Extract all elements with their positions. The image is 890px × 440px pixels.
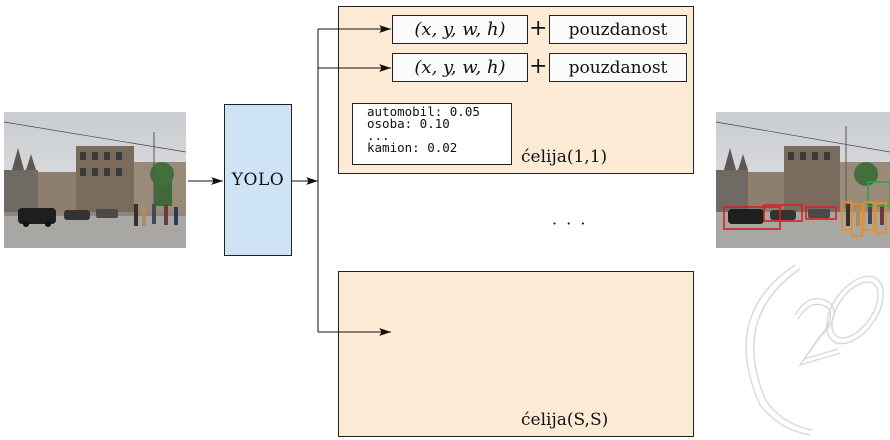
more-cells-ellipsis: · · · bbox=[552, 214, 588, 233]
class-prob-ellipsis: ... bbox=[367, 128, 390, 143]
plus-sign-1: + bbox=[529, 16, 548, 41]
confidence-box-2: pouzdanost bbox=[549, 53, 687, 82]
detection-person-2 bbox=[851, 203, 863, 237]
detection-car-3 bbox=[805, 206, 837, 220]
detection-car-1 bbox=[723, 206, 781, 230]
detection-person-3 bbox=[863, 201, 875, 231]
bbox-coordinates-box-2: (x, y, w, h) bbox=[392, 53, 528, 82]
detection-person-4 bbox=[875, 202, 887, 234]
class-prob-car: automobil: 0.05 bbox=[367, 104, 480, 119]
watermark bbox=[745, 264, 884, 436]
class-prob-truck: kamion: 0.02 bbox=[367, 140, 458, 155]
grid-cell-s-s bbox=[338, 271, 694, 437]
yolo-network-box: YOLO bbox=[224, 104, 292, 256]
plus-sign-2: + bbox=[529, 54, 548, 79]
detection-person-1 bbox=[841, 201, 853, 231]
detection-truck bbox=[867, 181, 890, 207]
input-street-photo bbox=[4, 112, 186, 248]
class-prob-person: osoba: 0.10 bbox=[367, 116, 450, 131]
yolo-label: YOLO bbox=[231, 170, 285, 190]
cell-top-label: ćelija(1,1) bbox=[521, 147, 608, 167]
confidence-box-1: pouzdanost bbox=[549, 15, 687, 44]
output-detections-photo bbox=[716, 112, 890, 248]
class-probabilities-box: automobil: 0.05 osoba: 0.10 ... kamion: … bbox=[352, 103, 512, 165]
detection-car-2 bbox=[763, 204, 803, 222]
cell-bottom-label: ćelija(S,S) bbox=[521, 410, 609, 430]
bbox-coordinates-box-1: (x, y, w, h) bbox=[392, 15, 528, 44]
